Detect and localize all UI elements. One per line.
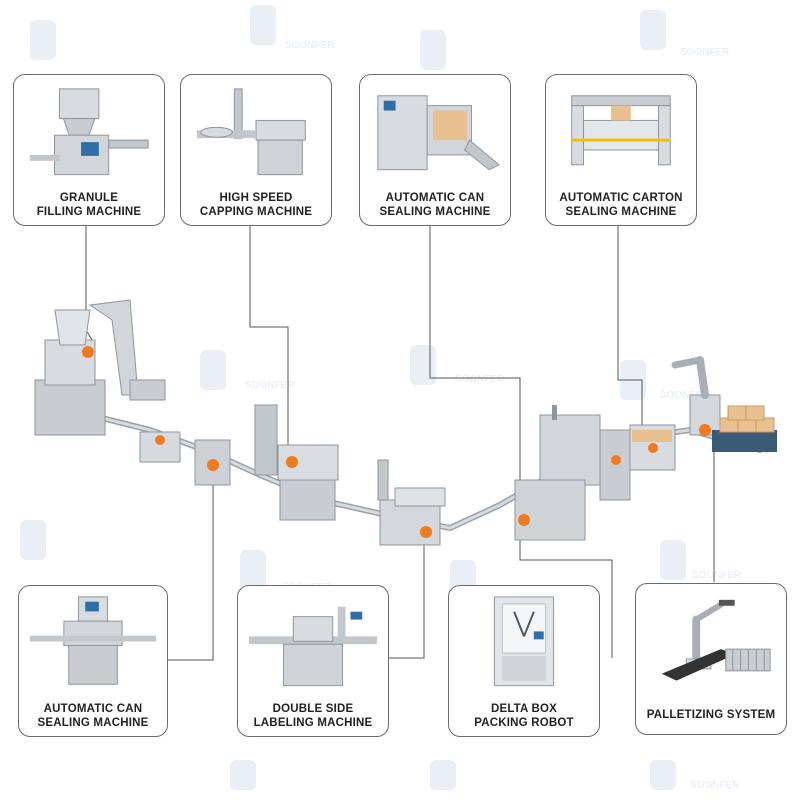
labeling-unit <box>377 459 446 546</box>
palletizing-system-image <box>661 599 771 681</box>
watermark-text: SOONFER <box>690 780 740 791</box>
machine-card-delta-robot: DELTA BOX PACKING ROBOT <box>448 585 600 737</box>
machine-label: GRANULE FILLING MACHINE <box>36 192 142 218</box>
capping-machine-image <box>196 88 306 176</box>
watermark-text: SOONFER <box>245 380 295 391</box>
watermark-text: SOONFER <box>285 40 335 51</box>
watermark-text: SOONFER <box>455 374 505 385</box>
machine-card-capping: HIGH SPEED CAPPING MACHINE <box>180 74 332 226</box>
connector-can-bottom <box>168 470 214 661</box>
machine-card-palletizing: PALLETIZING SYSTEM <box>635 583 787 735</box>
delta-robot-image <box>493 596 555 687</box>
transfer-station <box>139 431 231 486</box>
machine-label: AUTOMATIC CAN SEALING MACHINE <box>37 703 149 729</box>
can-sealing-machine-image <box>377 95 500 171</box>
machine-card-carton-sealing: AUTOMATIC CARTON SEALING MACHINE <box>545 74 697 226</box>
machine-card-granule-filling: GRANULE FILLING MACHINE <box>13 74 165 226</box>
machine-label: PALLETIZING SYSTEM <box>646 709 776 721</box>
highlight-dot <box>82 346 94 358</box>
machine-label: AUTOMATIC CARTON SEALING MACHINE <box>559 192 683 218</box>
machine-label: HIGH SPEED CAPPING MACHINE <box>199 192 313 218</box>
carton-sealer-unit <box>629 424 676 471</box>
palletizing-unit <box>671 356 777 452</box>
delta-robot-unit <box>514 405 631 541</box>
granule-filling-unit <box>34 299 166 436</box>
machine-card-can-sealing-bottom: AUTOMATIC CAN SEALING MACHINE <box>18 585 168 737</box>
labeling-machine-image <box>248 606 378 687</box>
machine-label: AUTOMATIC CAN SEALING MACHINE <box>379 192 491 218</box>
machine-label: DOUBLE SIDE LABELING MACHINE <box>253 703 373 729</box>
capping-unit <box>254 404 339 521</box>
carton-sealing-machine-image <box>571 95 671 166</box>
machine-card-labeling: DOUBLE SIDE LABELING MACHINE <box>237 585 389 737</box>
connector-can-top <box>429 226 521 520</box>
can-sealing-machine-image <box>29 596 157 685</box>
connector-labeling <box>380 535 425 659</box>
watermark-text: SOONFER <box>680 47 730 58</box>
machine-card-can-sealing-top: AUTOMATIC CAN SEALING MACHINE <box>359 74 511 226</box>
watermark-text: SOONFER <box>660 390 710 401</box>
granule-filling-machine-image <box>29 88 149 176</box>
watermark-text: SOONFER <box>692 570 742 581</box>
machine-label: DELTA BOX PACKING ROBOT <box>474 703 574 729</box>
connector-carton <box>617 226 643 445</box>
connector-capping <box>249 226 289 460</box>
